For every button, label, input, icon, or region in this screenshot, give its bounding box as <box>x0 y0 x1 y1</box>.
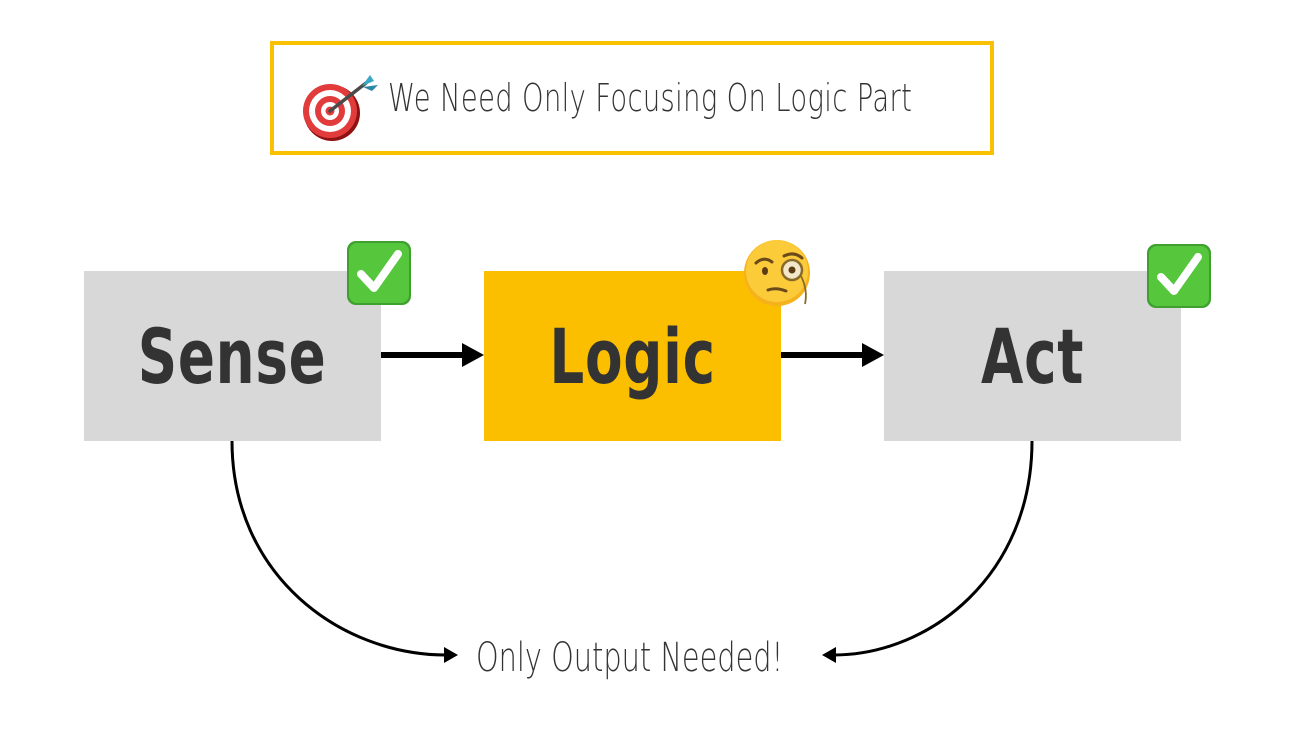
header-title-box: We Need Only Focusing On Logic Part <box>270 41 994 155</box>
node-logic: Logic <box>484 271 781 441</box>
node-sense-label: Sense <box>138 311 327 401</box>
output-label: Only Output Needed! <box>476 635 784 681</box>
node-logic-label: Logic <box>549 311 716 401</box>
face-with-monocle-icon <box>744 240 810 306</box>
check-mark-icon <box>1147 244 1211 308</box>
node-act: Act <box>884 271 1181 441</box>
curve-sense-to-output <box>230 440 458 663</box>
check-mark-icon <box>347 241 411 305</box>
target-dart-icon <box>303 75 378 141</box>
curve-act-to-output <box>822 440 1034 663</box>
node-act-label: Act <box>980 311 1085 401</box>
node-sense: Sense <box>84 271 381 441</box>
header-title: We Need Only Focusing On Logic Part <box>388 76 913 120</box>
arrow-sense-to-logic <box>381 343 484 367</box>
arrow-logic-to-act <box>781 343 884 367</box>
